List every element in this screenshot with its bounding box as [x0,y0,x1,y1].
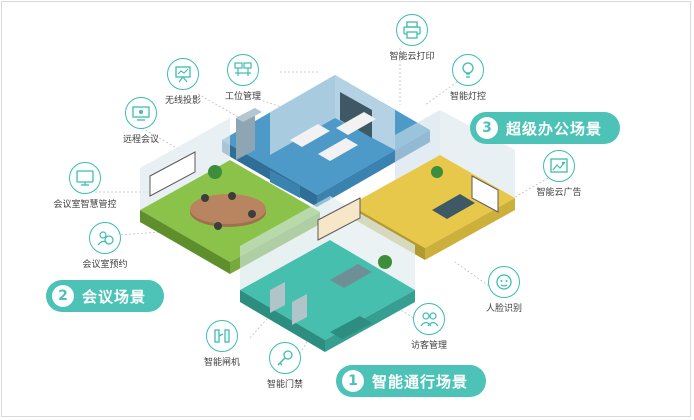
printer-icon [403,21,421,39]
turnstile-icon [214,329,230,343]
face-recognition-icon [496,274,512,290]
monitor-control-icon [76,170,94,186]
feature-meeting-room-control: 会议室智慧管控 [40,162,130,210]
feature-label: 会议室智慧管控 [53,200,117,210]
feature-wireless-projection: 无线投影 [138,58,228,106]
feature-face-recognition: 人脸识别 [459,266,549,314]
zone-label-meeting: 2 会议场景 [46,280,165,312]
feature-label: 人脸识别 [485,304,522,314]
booking-icon [97,231,114,246]
feature-meeting-booking: 会议室预约 [60,222,150,270]
zone-title: 会议场景 [82,287,147,306]
feature-label: 会议室预约 [82,260,128,270]
feature-label: 智能闸机 [203,358,240,368]
feature-label: 智能门禁 [266,380,303,390]
feature-cloud-print: 智能云打印 [367,14,457,62]
zone-title: 超级办公场景 [506,119,603,138]
visitors-icon [420,312,439,327]
ad-screen-icon [550,158,568,173]
feature-label: 智能云打印 [389,52,435,62]
feature-label: 无线投影 [164,96,201,106]
feature-label: 工位管理 [224,92,261,102]
zone-number-badge: 2 [52,285,74,307]
zone-title: 智能通行场景 [372,372,469,391]
zone-number-badge: 1 [342,370,364,392]
feature-label: 访客管理 [410,341,447,351]
feature-smart-turnstile: 智能闸机 [177,320,267,368]
light-bulb-icon [462,62,474,78]
feature-remote-meeting: 远程会议 [96,97,186,145]
projector-icon [175,66,191,83]
key-access-icon [277,350,293,366]
zone-number-badge: 3 [476,117,498,139]
feature-workstation: 工位管理 [198,54,288,102]
feature-smart-access-control: 智能门禁 [240,342,330,390]
feature-visitor-management: 访客管理 [384,303,474,351]
zone-label-smart-access: 1 智能通行场景 [336,365,487,397]
feature-smart-light: 智能灯控 [423,54,513,102]
workstation-icon [234,62,252,76]
office-zone-teal [240,196,415,352]
feature-cloud-ad: 智能云广告 [514,150,604,198]
feature-label: 智能灯控 [449,92,486,102]
feature-label: 远程会议 [122,135,159,145]
zone-label-super-office: 3 超级办公场景 [470,112,621,144]
feature-label: 智能云广告 [536,188,582,198]
video-conference-icon [132,106,150,121]
